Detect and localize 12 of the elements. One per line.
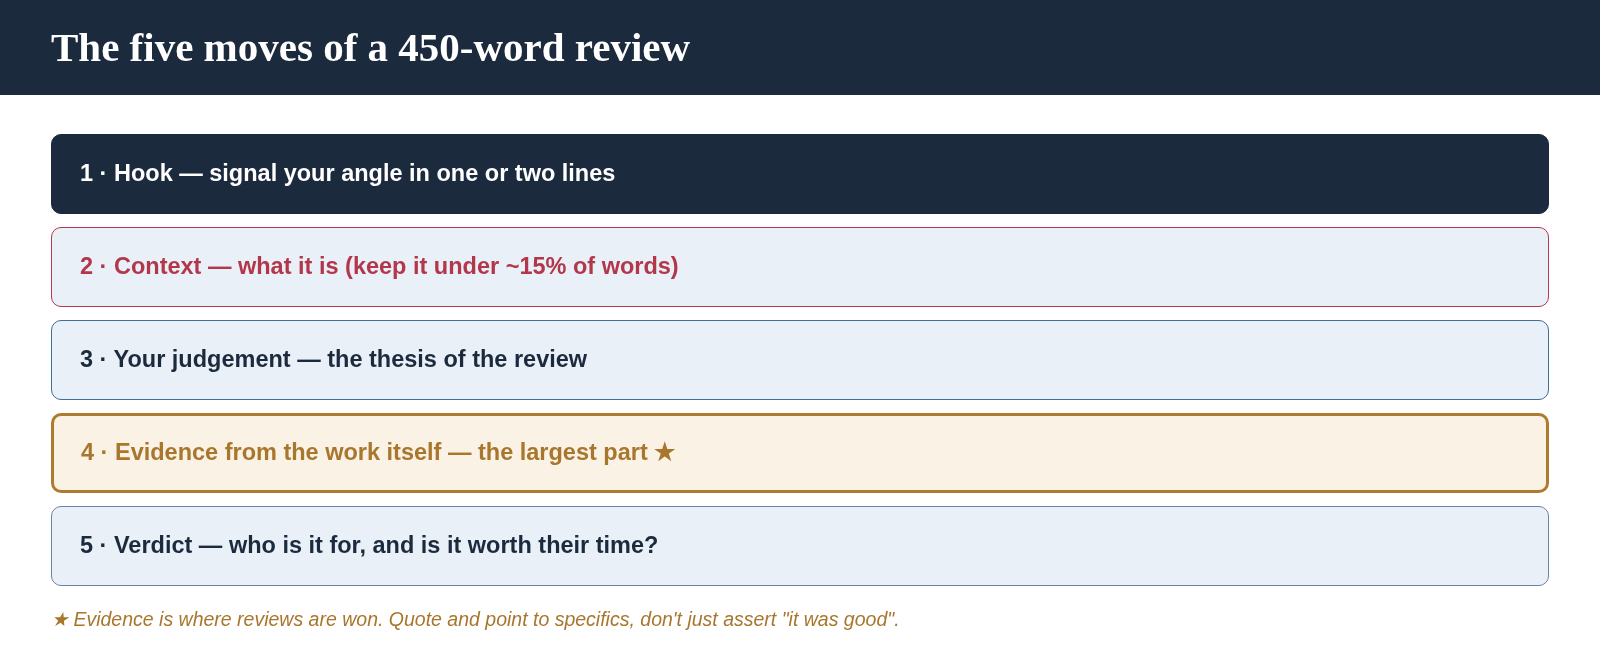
step-box bbox=[51, 506, 1549, 586]
step-heading: 3 · Your judgement — the thesis of the review bbox=[80, 345, 588, 375]
step-heading: 5 · Verdict — who is it for, and is it worth their time? bbox=[80, 531, 659, 561]
page-title: The five moves of a 450-word review bbox=[51, 27, 691, 68]
step-box bbox=[51, 320, 1549, 400]
step-heading: 2 · Context — what it is (keep it under ~15% of words) bbox=[80, 252, 679, 282]
step-heading: 4 · Evidence from the work itself — the largest part ★ bbox=[81, 438, 677, 468]
step-box bbox=[51, 134, 1549, 214]
step-box bbox=[51, 413, 1549, 493]
footnote: ★ Evidence is where reviews are won. Quote and point to specifics, don't just assert "it was good". bbox=[51, 607, 900, 632]
step-box bbox=[51, 227, 1549, 307]
step-heading: 1 · Hook — signal your angle in one or two lines bbox=[80, 159, 616, 189]
